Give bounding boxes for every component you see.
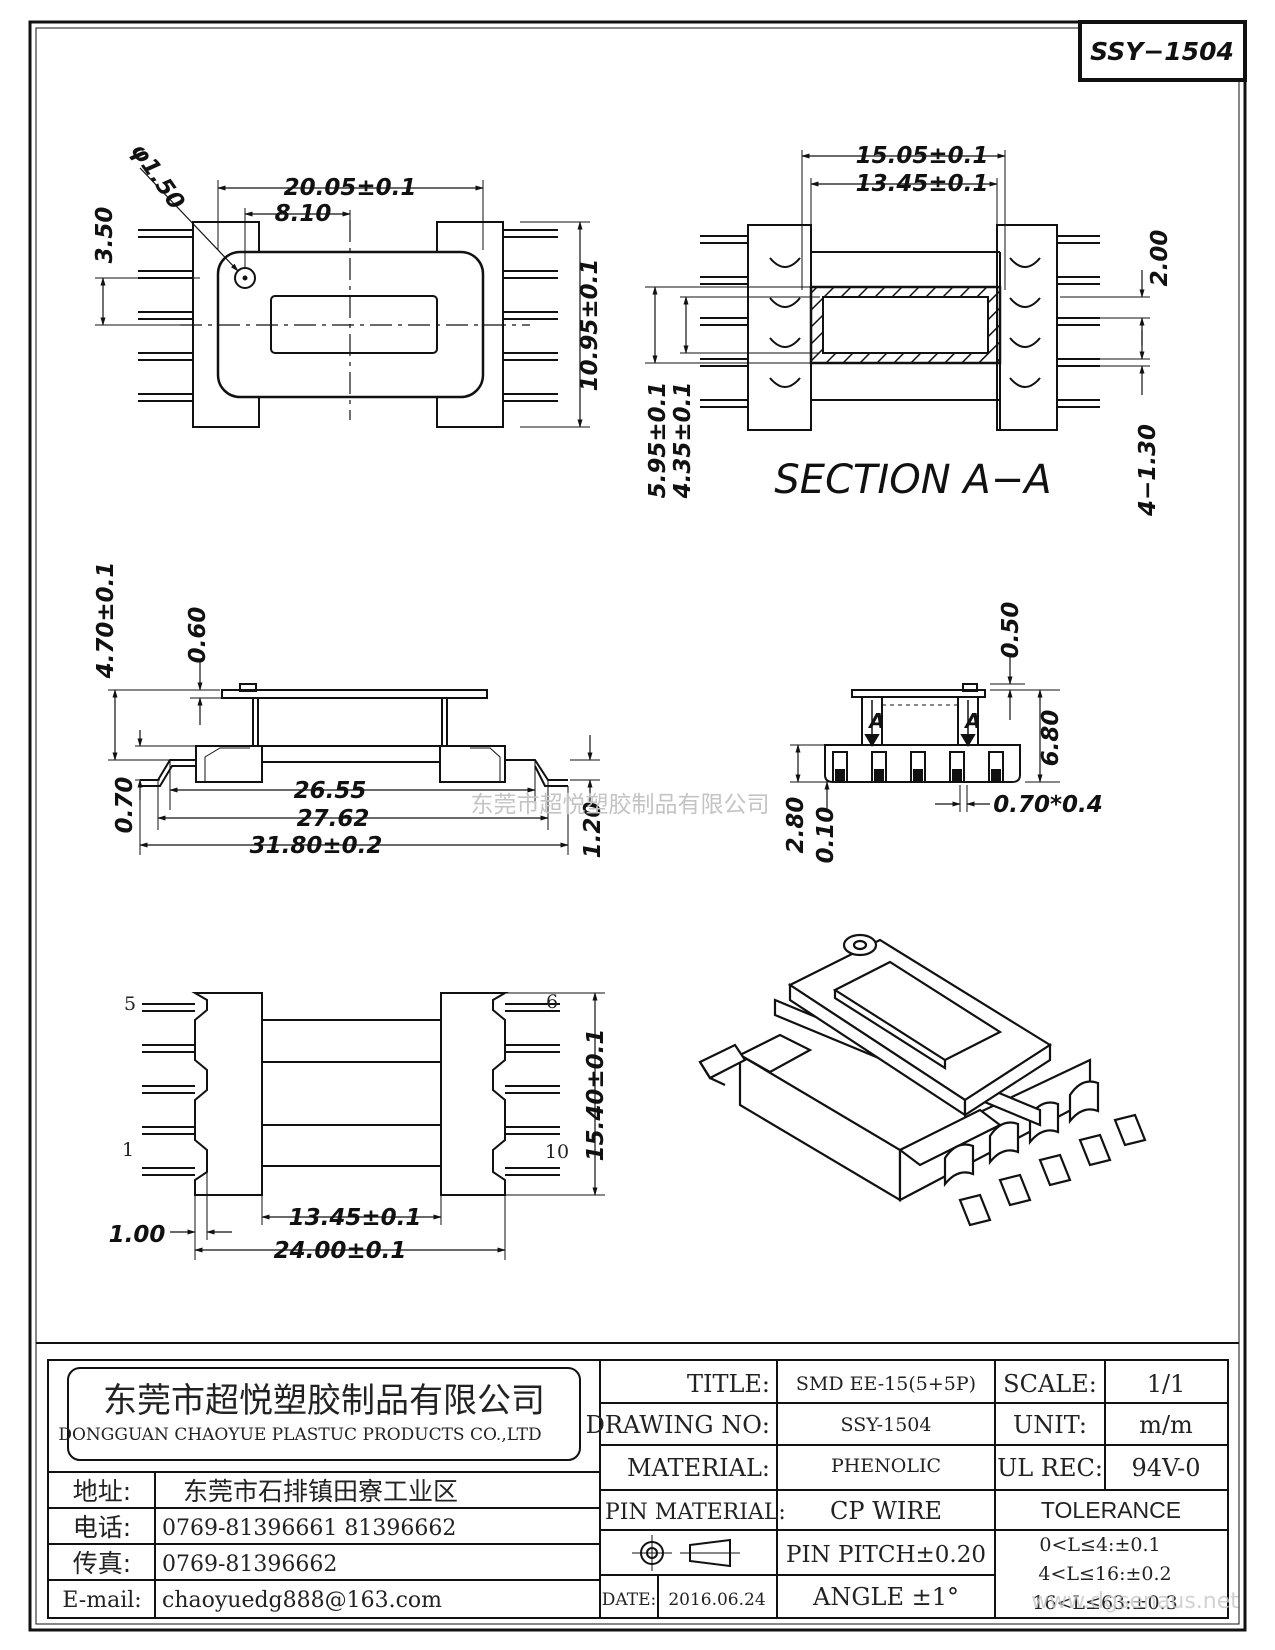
drawing-no-label: DRAWING NO: (586, 1411, 770, 1439)
end-pin-dim: 0.70*0.4 (993, 792, 1103, 818)
side-d2-dim: 27.62 (297, 806, 370, 832)
date-label: DATE: (602, 1590, 656, 1610)
fax-label: 传真: (73, 1549, 131, 1578)
bottom-right-pins (505, 1003, 560, 1176)
bottom-left-pins (142, 1003, 195, 1176)
side-pin-height-dim: 1.20 (580, 802, 606, 859)
drawing-no-value: SSY-1504 (841, 1414, 932, 1436)
email-label: E-mail: (62, 1588, 141, 1613)
fax-value: 0769-81396662 (162, 1552, 337, 1577)
section-outer-dim: 15.05±0.1 (856, 143, 989, 169)
ul-rec-value: 94V-0 (1131, 1454, 1200, 1482)
scale-label: SCALE: (1003, 1370, 1097, 1398)
tolerance-row-3: 16<L≤63:±0.3 (1032, 1592, 1177, 1614)
section-left-pins (700, 235, 750, 408)
end-gap-dim: 0.10 (813, 807, 839, 864)
pin-10-label: 10 (545, 1141, 569, 1163)
section-title: SECTION A−A (774, 457, 1051, 503)
bottom-width-dim: 24.00±0.1 (274, 1238, 407, 1264)
end-mark-right: A (963, 709, 980, 733)
top-width-dim: 20.05±0.1 (284, 175, 417, 201)
pin-material-label: PIN MATERIAL: (605, 1500, 786, 1525)
bottom-offset-dim: 1.00 (109, 1222, 166, 1248)
top-height-dim: 10.95±0.1 (577, 259, 603, 392)
drawing-id-box: SSY−1504 (1078, 20, 1247, 82)
section-inner-height-dim: 4.35±0.1 (670, 382, 696, 500)
pin-6-label: 6 (546, 991, 558, 1013)
section-view (645, 150, 1150, 431)
section-outer-height-dim: 5.95±0.1 (645, 382, 671, 499)
top-hole-x-dim: 8.10 (275, 201, 332, 227)
tolerance-row-2: 4<L≤16:±0.2 (1038, 1563, 1171, 1585)
inner-border (35, 27, 1240, 1625)
tel-label: 电话: (73, 1513, 131, 1542)
side-d1-dim: 26.55 (294, 778, 367, 804)
pin-1-label: 1 (122, 1139, 134, 1161)
end-base-dim: 2.80 (783, 797, 809, 854)
title-label: TITLE: (687, 1370, 770, 1398)
email-value: chaoyuedg888@163.com (162, 1588, 442, 1613)
end-mark-left: A (867, 709, 884, 733)
site-watermark: www.dgsenaus.net (1031, 1589, 1239, 1614)
address-label: 地址: (73, 1477, 131, 1506)
pin-pitch: PIN PITCH±0.20 (786, 1542, 986, 1568)
bottom-view (142, 992, 605, 1260)
section-pin-dim: 4−1.30 (1135, 424, 1161, 517)
end-top-dim: 0.50 (998, 602, 1024, 659)
side-standoff-dim: 0.70 (112, 777, 138, 834)
top-view-left-pins (138, 229, 195, 402)
side-view (108, 660, 600, 855)
title-block (47, 1359, 1229, 1619)
unit-value: m/m (1139, 1411, 1193, 1439)
tel-value: 0769-81396661 81396662 (162, 1516, 456, 1541)
tolerance-label: TOLERANCE (1041, 1497, 1181, 1523)
side-d3-dim: 31.80±0.2 (250, 833, 383, 859)
address-value: 东莞市石排镇田寮工业区 (183, 1477, 458, 1506)
date-value: 2016.06.24 (668, 1590, 765, 1610)
scale-value: 1/1 (1147, 1370, 1186, 1398)
top-view-right-pins (500, 229, 558, 402)
company-name-cn: 东莞市超悦塑胶制品有限公司 (103, 1381, 545, 1421)
company-name-en: DONGGUAN CHAOYUE PLASTUC PRODUCTS CO.,LT… (58, 1425, 541, 1445)
title-value: SMD EE-15(5+5P) (796, 1373, 976, 1395)
top-hole-dia-dim: φ1.50 (125, 139, 189, 215)
top-view (95, 167, 590, 428)
pin-5-label: 5 (124, 993, 136, 1015)
section-inner-dim: 13.45±0.1 (856, 171, 989, 197)
unit-label: UNIT: (1013, 1411, 1087, 1439)
material-label: MATERIAL: (627, 1454, 770, 1482)
side-height-dim: 4.70±0.1 (93, 562, 119, 680)
ul-rec-label: UL REC: (997, 1454, 1103, 1482)
bottom-height-dim: 15.40±0.1 (583, 1029, 609, 1162)
material-value: PHENOLIC (831, 1455, 941, 1477)
end-view (790, 655, 1060, 812)
bottom-inner-dim: 13.45±0.1 (289, 1205, 422, 1231)
isometric-view (698, 933, 1147, 1227)
top-hole-y-dim: 3.50 (92, 207, 118, 264)
iso-pins (958, 1113, 1147, 1227)
side-flange-dim: 0.60 (185, 607, 211, 664)
section-slot-dim: 2.00 (1147, 230, 1173, 287)
tolerance-row-1: 0<L≤4:±0.1 (1039, 1534, 1160, 1556)
pin-material-value: CP WIRE (830, 1497, 942, 1525)
watermark: 东莞市超悦塑胶制品有限公司 (471, 792, 770, 818)
angle-tolerance: ANGLE ±1° (812, 1583, 959, 1611)
end-height-dim: 6.80 (1038, 710, 1064, 767)
outer-border (28, 20, 1247, 1632)
drawing-id: SSY−1504 (1090, 37, 1234, 66)
